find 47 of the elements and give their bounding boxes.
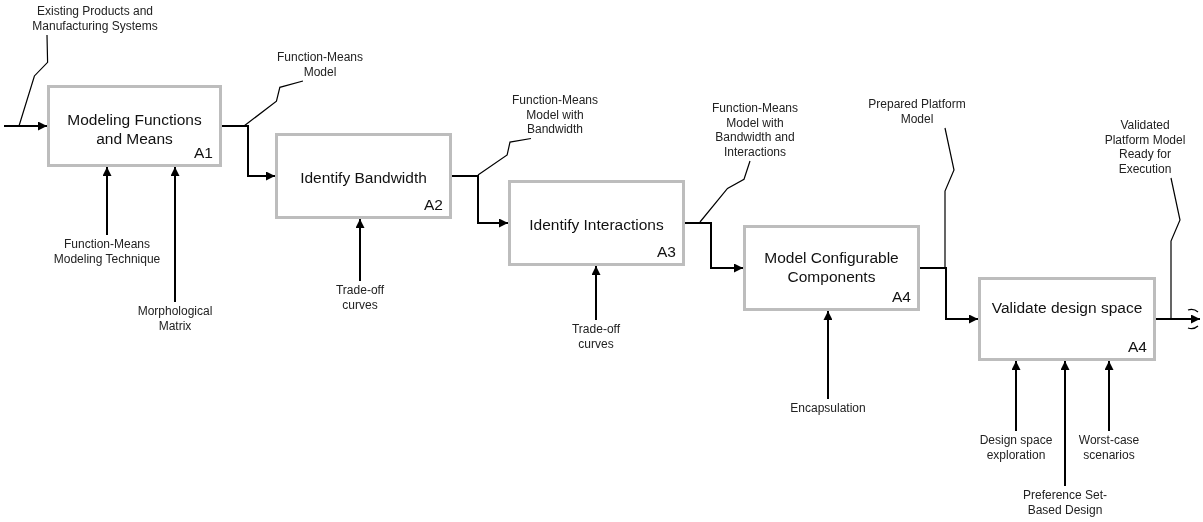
- flow-label: Design space exploration: [978, 433, 1054, 462]
- node-number: A2: [424, 196, 443, 214]
- flow-label: Worst-case scenarios: [1077, 433, 1141, 462]
- flow-label: Function-Means Model with Bandwidth and Interactions: [710, 101, 799, 159]
- process-title: Identify Bandwidth: [299, 168, 428, 187]
- arrow: [1060, 360, 1070, 487]
- process-title: Validate design space: [990, 298, 1144, 317]
- flow-label: Function-Means Modeling Technique: [52, 237, 162, 266]
- process-box: [508, 180, 685, 266]
- process-box: [275, 133, 452, 219]
- leader-line: [1170, 177, 1181, 319]
- arrow: [355, 218, 365, 282]
- leader-line: [18, 34, 49, 127]
- leader-line: [477, 137, 532, 176]
- flow-label: Encapsulation: [790, 401, 866, 416]
- leader-line: [699, 160, 751, 223]
- leader-line: [243, 80, 304, 127]
- flow-label: Morphological Matrix: [136, 304, 214, 333]
- arrow: [1155, 314, 1201, 324]
- process-title: Model Configurable Components: [763, 248, 900, 286]
- leader-line: [944, 127, 955, 269]
- arrow: [1011, 360, 1021, 432]
- process-box: [743, 225, 920, 311]
- flow-label: Function-Means Model with Bandwidth: [510, 93, 599, 137]
- flow-label: Trade-off curves: [571, 322, 621, 351]
- flow-label: Existing Products and Manufacturing Systems: [31, 4, 159, 33]
- flow-label: Validated Platform Model Ready for Execution: [1103, 118, 1187, 176]
- process-title: Identify Interactions: [528, 215, 665, 234]
- node-number: A3: [657, 243, 676, 261]
- arrow: [823, 310, 833, 400]
- arrow: [170, 166, 180, 303]
- process-box: [978, 277, 1156, 361]
- node-number: A4: [1128, 338, 1147, 356]
- arrow: [451, 175, 509, 228]
- arrow: [919, 267, 979, 324]
- process-box: [47, 85, 222, 167]
- flow-label: Preference Set- Based Design: [1021, 488, 1108, 517]
- arrow: [591, 265, 601, 321]
- node-number: A4: [892, 288, 911, 306]
- arrow: [684, 222, 744, 273]
- arrow: [1104, 360, 1114, 432]
- arrow: [221, 125, 276, 181]
- arrow: [3, 121, 48, 131]
- flow-label: Trade-off curves: [335, 283, 385, 312]
- flow-label: Function-Means Model: [275, 50, 364, 79]
- arrow: [102, 166, 112, 236]
- flow-label: Prepared Platform Model: [867, 97, 967, 126]
